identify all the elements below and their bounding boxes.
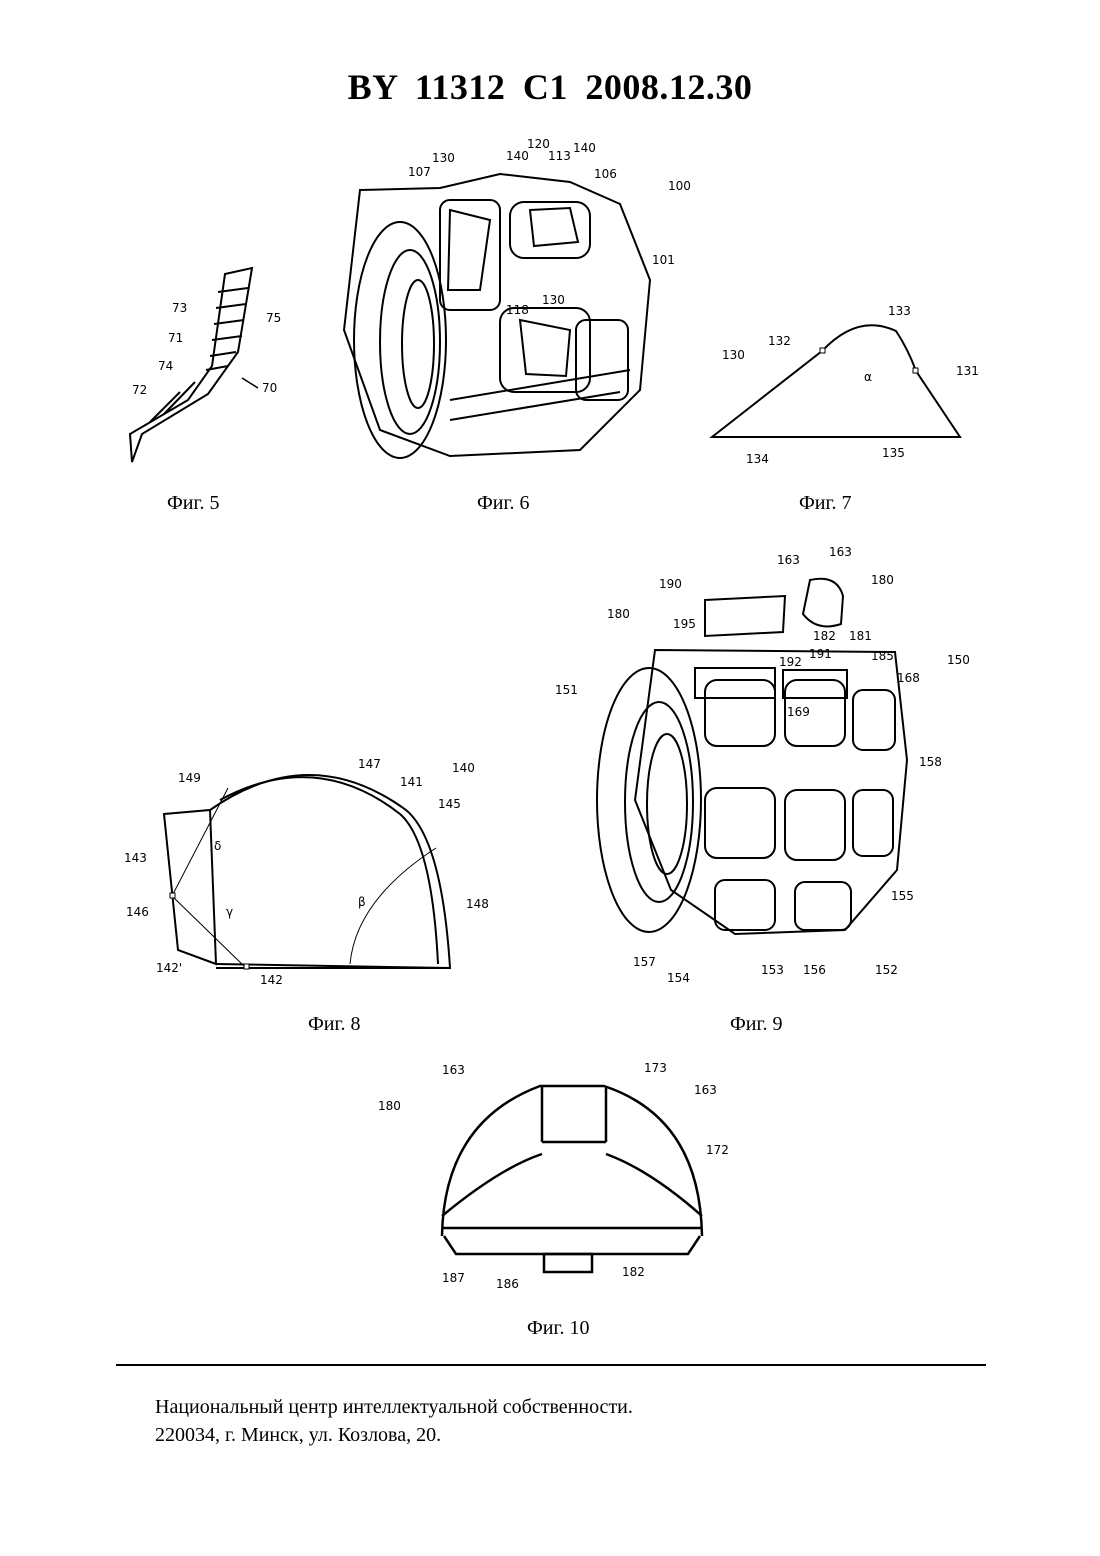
fig9-label-157: 157 [633, 955, 656, 969]
fig9-label-182: 182 [813, 629, 836, 643]
fig9-label-151: 151 [555, 683, 578, 697]
fig7-label-135: 135 [882, 446, 905, 460]
fig8-angle-beta: β [358, 895, 366, 909]
fig8-label-142p: 142' [156, 961, 182, 975]
fig6-label-140b: 140 [573, 141, 596, 155]
fig8-label-141: 141 [400, 775, 423, 789]
fig7-label-134: 134 [746, 452, 769, 466]
figure-8-drawing: 147 140 149 141 145 143 146 148 142' 142… [120, 750, 490, 990]
fig8-label-148: 148 [466, 897, 489, 911]
fig10-label-186: 186 [496, 1277, 519, 1291]
fig9-label-158: 158 [919, 755, 942, 769]
fig5-label-74: 74 [158, 359, 173, 373]
fig7-label-133: 133 [888, 304, 911, 318]
figure-5-caption: Фиг. 5 [167, 492, 219, 515]
fig9-label-156: 156 [803, 963, 826, 977]
fig8-label-149: 149 [178, 771, 201, 785]
page-title: BY 11312 C1 2008.12.30 [0, 66, 1100, 108]
fig9-label-195: 195 [673, 617, 696, 631]
fig8-label-140: 140 [452, 761, 475, 775]
figure-5-drawing: 73 75 71 74 72 70 [120, 262, 290, 472]
fig8-label-142: 142 [260, 973, 283, 987]
fig5-label-71: 71 [168, 331, 183, 345]
fig10-label-187: 187 [442, 1271, 465, 1285]
fig6-label-100: 100 [668, 179, 691, 193]
fig6-label-101: 101 [652, 253, 675, 267]
fig7-label-132: 132 [768, 334, 791, 348]
fig9-label-181: 181 [849, 629, 872, 643]
fig8-angle-gamma: γ [226, 905, 233, 919]
fig9-label-190: 190 [659, 577, 682, 591]
fig6-label-130: 130 [432, 151, 455, 165]
fig6-label-118: 118 [506, 303, 529, 317]
fig10-label-172: 172 [706, 1143, 729, 1157]
fig6-label-120: 120 [527, 137, 550, 151]
fig6-label-130b: 130 [542, 293, 565, 307]
fig8-angle-delta: δ [214, 839, 221, 853]
fig9-label-163b: 163 [829, 545, 852, 559]
fig10-label-180: 180 [378, 1099, 401, 1113]
figure-9-drawing: 163 163 190 180 180 195 182 181 191 192 … [555, 540, 975, 990]
fig9-label-153: 153 [761, 963, 784, 977]
fig9-label-192: 192 [779, 655, 802, 669]
fig5-label-70: 70 [262, 381, 277, 395]
fig9-label-152: 152 [875, 963, 898, 977]
fig9-label-168: 168 [897, 671, 920, 685]
fig9-label-155: 155 [891, 889, 914, 903]
figure-7-caption: Фиг. 7 [799, 492, 851, 515]
fig9-label-180b: 180 [607, 607, 630, 621]
fig10-label-163b: 163 [694, 1083, 717, 1097]
fig10-label-182: 182 [622, 1265, 645, 1279]
fig5-label-73: 73 [172, 301, 187, 315]
fig10-label-163a: 163 [442, 1063, 465, 1077]
fig5-label-75: 75 [266, 311, 281, 325]
footer-line-1: Национальный центр интеллектуальной собс… [155, 1393, 633, 1421]
figure-8-caption: Фиг. 8 [308, 1013, 360, 1036]
fig9-label-180a: 180 [871, 573, 894, 587]
fig8-label-145: 145 [438, 797, 461, 811]
fig9-label-163a: 163 [777, 553, 800, 567]
fig9-label-191: 191 [809, 647, 832, 661]
figure-7-drawing: 133 132 130 131 134 135 α [710, 295, 980, 470]
figure-6-caption: Фиг. 6 [477, 492, 529, 515]
fig9-label-154: 154 [667, 971, 690, 985]
figure-10-caption: Фиг. 10 [527, 1317, 589, 1340]
fig7-angle-alpha: α [864, 370, 872, 384]
fig10-label-173: 173 [644, 1061, 667, 1075]
fig9-label-169: 169 [787, 705, 810, 719]
footer-divider [116, 1364, 986, 1366]
fig6-label-140: 140 [506, 149, 529, 163]
figure-9-caption: Фиг. 9 [730, 1013, 782, 1036]
figure-6-drawing: 120 140 113 140 130 107 106 100 101 118 … [320, 130, 700, 470]
fig6-label-106: 106 [594, 167, 617, 181]
fig8-label-147: 147 [358, 757, 381, 771]
footer-line-2: 220034, г. Минск, ул. Козлова, 20. [155, 1421, 633, 1449]
fig8-label-143: 143 [124, 851, 147, 865]
fig6-label-113: 113 [548, 149, 571, 163]
figure-10-drawing: 163 173 180 163 172 187 186 182 [370, 1058, 730, 1298]
fig5-label-72: 72 [132, 383, 147, 397]
footer: Национальный центр интеллектуальной собс… [155, 1393, 633, 1449]
fig9-label-150: 150 [947, 653, 970, 667]
fig6-label-107: 107 [408, 165, 431, 179]
fig7-label-131: 131 [956, 364, 979, 378]
fig9-label-185: 185 [871, 649, 894, 663]
fig8-label-146: 146 [126, 905, 149, 919]
fig7-label-130: 130 [722, 348, 745, 362]
